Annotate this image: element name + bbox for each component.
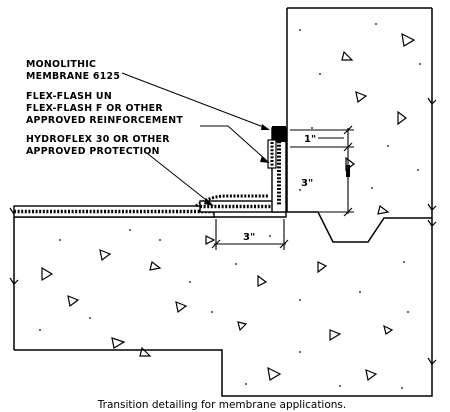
wall-outline — [286, 7, 433, 212]
leader-arrowheads — [204, 124, 270, 206]
flash-label-line1: FLEX-FLASH UN — [26, 91, 112, 102]
membrane-system — [13, 126, 287, 218]
dimension-horizontal: 3" — [243, 232, 255, 243]
protection-label-line1: HYDROFLEX 30 OR OTHER — [26, 134, 170, 145]
break-lines — [9, 97, 437, 365]
flash-leader — [200, 125, 267, 161]
dimension-upper-vertical: 1" — [304, 134, 316, 145]
concrete-stipple — [39, 23, 421, 389]
membrane-slope — [195, 194, 268, 208]
flash-label-line3: APPROVED REINFORCEMENT — [26, 115, 183, 126]
membrane-termination — [272, 126, 286, 142]
membrane-label-line2: MEMBRANE 6125 — [26, 71, 120, 82]
protection-leader — [147, 153, 211, 204]
protection-label-line2: APPROVED PROTECTION — [26, 146, 160, 157]
flash-label-line2: FLEX-FLASH F OR OTHER — [26, 103, 163, 114]
dimension-lines — [211, 125, 354, 250]
label-leaders — [121, 72, 267, 204]
membrane-label-line1: MONOLITHIC — [26, 59, 96, 70]
figure-caption: Transition detailing for membrane applic… — [97, 399, 347, 411]
dimension-lower-vertical: 3" — [301, 178, 313, 189]
membrane-leader — [121, 72, 267, 129]
dimension-mark — [346, 165, 350, 177]
